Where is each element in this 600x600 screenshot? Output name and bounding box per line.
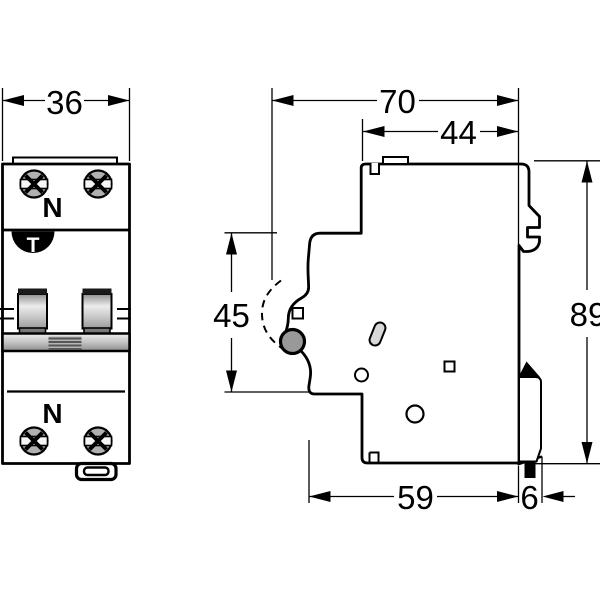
- terminal-screw-top-right: [83, 169, 113, 199]
- arrow-right-icon: [108, 95, 130, 106]
- terminal-screw-bottom-left: [19, 426, 49, 456]
- neutral-label-bottom: N: [42, 398, 62, 429]
- dim-value-36: 36: [46, 84, 83, 121]
- rivet-hole-small: [354, 367, 369, 383]
- dim-value-44: 44: [440, 114, 477, 151]
- test-button: T: [11, 231, 55, 257]
- side-profile: [283, 162, 541, 465]
- front-view: 36 N T: [0, 84, 131, 482]
- arrow-up-icon: [581, 161, 593, 183]
- dim-value-59: 59: [397, 479, 434, 516]
- test-button-shape: [11, 231, 55, 253]
- arrow-right-icon: [497, 491, 519, 502]
- arrow-down-icon: [226, 370, 237, 392]
- clip-spring-icon: [518, 361, 540, 377]
- dim-6: 6: [520, 456, 575, 516]
- clip-pull-tab: [524, 461, 536, 478]
- dim-45: 45: [213, 232, 311, 393]
- toggle-tip-detail: [291, 307, 304, 320]
- square-detail: [443, 360, 456, 373]
- terminal-screw-top-left: [19, 169, 49, 199]
- dim-value-70: 70: [379, 83, 416, 120]
- neutral-label-top: N: [42, 192, 62, 223]
- arrow-left-icon: [2, 95, 24, 106]
- dim-value-89: 89: [570, 296, 600, 333]
- arrow-left-icon: [363, 126, 385, 137]
- toggle-handle-left: [17, 288, 48, 335]
- arrow-right-icon: [497, 95, 519, 106]
- arrow-down-icon: [581, 442, 593, 464]
- rivet-hole-large: [405, 404, 425, 424]
- top-notch: [369, 163, 380, 175]
- arrow-right-icon: [497, 126, 519, 137]
- arrow-left-icon: [542, 491, 564, 502]
- dim-44: 44: [361, 114, 519, 161]
- dim-70: 70: [271, 83, 520, 280]
- din-rail-clip-side: [517, 361, 543, 478]
- arrow-up-icon: [226, 233, 237, 255]
- toggle-handle-right: [81, 288, 113, 335]
- top-ridge-side: [382, 156, 409, 165]
- slot-detail: [368, 321, 387, 347]
- bottom-notch: [368, 451, 380, 463]
- terminal-screw-bottom-right: [83, 426, 113, 456]
- test-button-label: T: [27, 234, 40, 257]
- din-clip-front: [74, 461, 118, 482]
- arrow-left-icon: [272, 95, 294, 106]
- grip-ridges: [48, 336, 82, 350]
- toggle-travel-arc: [260, 279, 283, 349]
- dim-value-6: 6: [520, 479, 538, 516]
- case-side-ticks: [0, 308, 131, 320]
- arrow-left-icon: [309, 491, 331, 502]
- dim-89: 89: [534, 160, 600, 465]
- toggle-lever-pivot: [278, 327, 307, 356]
- clip-slider: [518, 376, 542, 463]
- dim-36: 36: [1, 84, 131, 161]
- dim-value-45: 45: [213, 297, 250, 334]
- dim-59: 59: [308, 440, 520, 516]
- side-view: 70 44 45 89: [213, 83, 600, 516]
- handle-tie-bar: [1, 332, 131, 353]
